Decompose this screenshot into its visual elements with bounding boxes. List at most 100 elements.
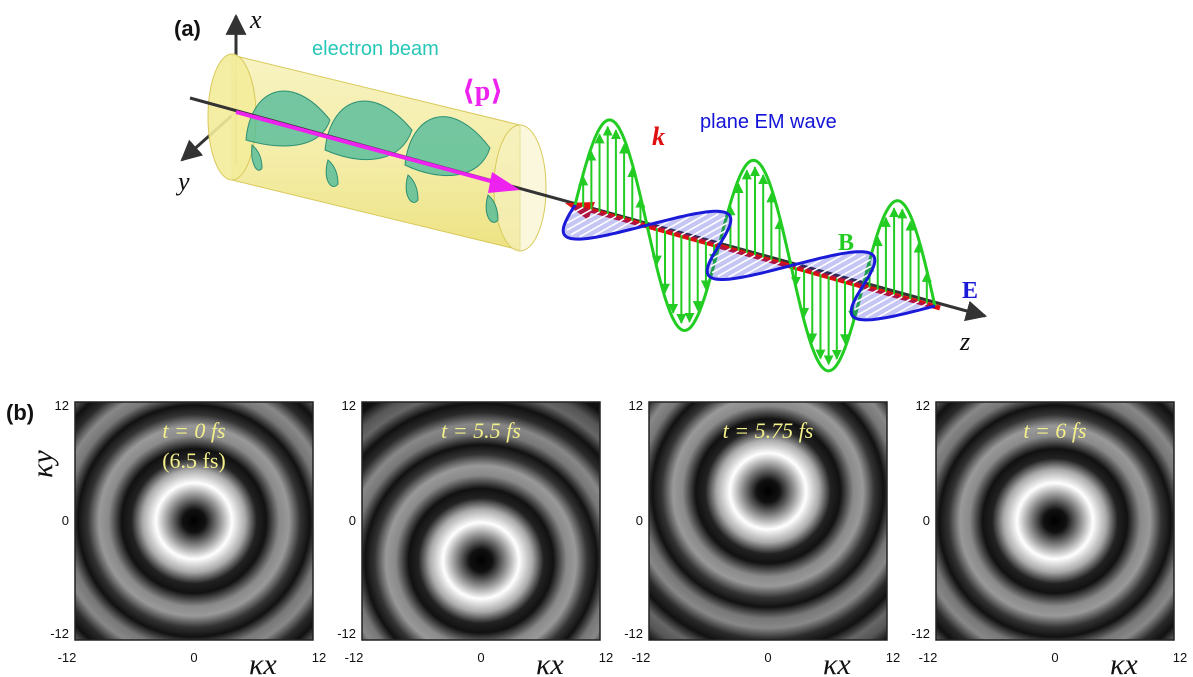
e-field-arrow xyxy=(689,216,726,238)
intensity-map xyxy=(361,401,601,641)
time-label: t = 5.75 fs xyxy=(723,418,814,443)
x-tick-label: 0 xyxy=(477,650,484,665)
e-field-arrow xyxy=(857,293,895,316)
x-tick-label: 0 xyxy=(764,650,771,665)
intensity-panels: t = 0 fs (6.5 fs) 12 0 -12 -12 0 12 κx t = 5.5 fs… xyxy=(50,398,1187,677)
e-field-arrow xyxy=(820,253,857,275)
e-field-wave xyxy=(561,204,936,322)
e-field-arrow xyxy=(858,286,870,295)
e-field-arrow xyxy=(877,298,911,319)
e-field-arrow xyxy=(705,229,727,243)
e-field-arrow xyxy=(609,220,633,235)
wave-label: plane EM wave xyxy=(700,111,837,133)
b-field-wave xyxy=(573,118,937,373)
e-field-arrow xyxy=(728,257,764,278)
x-axis-label: x xyxy=(249,5,262,34)
beam-label: electron beam xyxy=(312,38,439,60)
momentum-shaft xyxy=(235,110,506,187)
time-label: t = 5.5 fs xyxy=(441,418,521,443)
y-tick-label: 12 xyxy=(629,398,643,413)
e-field-arrow xyxy=(710,250,740,268)
y-tick-label: -12 xyxy=(337,626,356,641)
e-field-arrow xyxy=(844,265,872,282)
e-field-arrow xyxy=(697,222,728,241)
y-tick-label: 0 xyxy=(349,513,356,528)
e-field-arrow xyxy=(566,208,592,224)
wavefront-tail-1 xyxy=(251,144,263,171)
e-field-arrow xyxy=(803,257,825,270)
x-tick-label: -12 xyxy=(919,650,938,665)
y-tick-label: 12 xyxy=(55,398,69,413)
y-tick-label: 0 xyxy=(636,513,643,528)
panel-b-ylabel: κy xyxy=(26,450,59,478)
e-field-arrow xyxy=(742,259,772,277)
e-field-arrow xyxy=(717,254,756,277)
e-field-arrow xyxy=(672,212,708,234)
x-tick-label: -12 xyxy=(345,650,364,665)
momentum-label: ⟨p⟩ xyxy=(462,76,503,107)
y-tick-label: -12 xyxy=(50,626,69,641)
e-field-arrow xyxy=(569,206,584,216)
y-tick-label: -12 xyxy=(624,626,643,641)
panel-b-label: (b) xyxy=(6,400,34,425)
e-field-arrow xyxy=(854,291,887,311)
panel-a-label: (a) xyxy=(174,16,201,41)
e-field-arrow xyxy=(836,258,871,280)
panel-b-xlabel: κx xyxy=(249,648,277,677)
e-field-arrow xyxy=(811,254,843,273)
y-tick-label: 0 xyxy=(62,513,69,528)
x-tick-label: -12 xyxy=(632,650,651,665)
e-field-arrow xyxy=(712,247,731,260)
wavefront-tail-2 xyxy=(325,159,339,187)
e-field-fill xyxy=(563,205,935,320)
e-field-arrow xyxy=(566,211,600,231)
y-axis-label: y xyxy=(175,167,190,196)
panel-b-xlabel: κx xyxy=(823,648,851,677)
time-label: t = 6 fs xyxy=(1023,418,1086,443)
time-sublabel: (6.5 fs) xyxy=(162,448,226,473)
panel-a: (a) x y z xyxy=(174,5,988,373)
k-label: k xyxy=(652,122,665,151)
intensity-panel: t = 5.75 fs 12 0 -12 -12 0 12 κx xyxy=(624,398,900,677)
wavefront-tail-3 xyxy=(405,174,419,203)
wavefront-tail-4 xyxy=(485,194,499,223)
momentum-head xyxy=(488,172,520,193)
x-tick-label: -12 xyxy=(58,650,77,665)
wavefront-lobe-2 xyxy=(324,100,413,160)
x-tick-label: 12 xyxy=(886,650,900,665)
intensity-map xyxy=(648,401,888,641)
e-field-arrow xyxy=(855,289,879,304)
wavefront-lobe-3 xyxy=(404,116,491,176)
e-field-arrow xyxy=(828,254,867,277)
e-field-arrow xyxy=(579,215,617,238)
e-field-curve xyxy=(561,204,936,322)
x-tick-label: 0 xyxy=(1051,650,1058,665)
e-field-arrow xyxy=(570,213,609,236)
panel-b-xlabel: κx xyxy=(1110,648,1138,677)
e-field-arrow xyxy=(761,261,780,274)
intensity-map xyxy=(935,401,1175,641)
time-label: t = 0 fs xyxy=(162,418,225,443)
e-field-arrow xyxy=(852,273,869,284)
e-label: E xyxy=(962,278,978,304)
e-field-arrow xyxy=(711,252,748,274)
momentum-arrow xyxy=(235,110,520,193)
z-axis-label: z xyxy=(959,327,970,356)
y-tick-label: -12 xyxy=(911,626,930,641)
x-tick-label: 12 xyxy=(599,650,613,665)
panel-b-xlabel: κx xyxy=(536,648,564,677)
e-field-arrow xyxy=(592,218,625,237)
e-field-arrow xyxy=(893,300,920,316)
x-tick-label: 12 xyxy=(1173,650,1187,665)
b-label: B xyxy=(838,230,854,256)
x-tick-label: 12 xyxy=(312,650,326,665)
y-tick-label: 0 xyxy=(923,513,930,528)
e-field-arrow xyxy=(865,296,903,319)
b-field-curve xyxy=(573,118,937,373)
e-field-arrow xyxy=(680,213,719,236)
